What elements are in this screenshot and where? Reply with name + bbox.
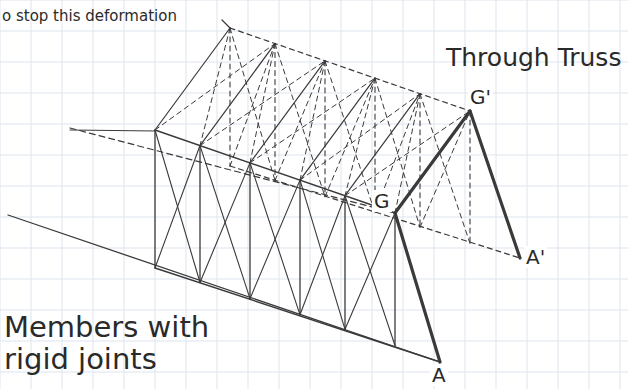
near-diagonal bbox=[300, 180, 345, 329]
near-vertical bbox=[199, 146, 200, 283]
portal-member bbox=[395, 111, 470, 213]
near-vertical bbox=[249, 163, 250, 299]
near-diagonal bbox=[200, 146, 250, 299]
near-diagonal bbox=[250, 163, 300, 315]
point-label: A bbox=[430, 364, 448, 386]
deck-edge-line bbox=[70, 130, 155, 131]
far-vertical bbox=[419, 94, 420, 228]
near-vertical bbox=[394, 213, 395, 345]
top-strut bbox=[300, 78, 375, 180]
grid-line bbox=[403, 0, 404, 389]
grid-line bbox=[0, 124, 628, 125]
far-vertical bbox=[324, 61, 325, 197]
far-top-chord bbox=[230, 28, 470, 111]
note-text: Members with rigid joints bbox=[4, 312, 239, 376]
top-strut bbox=[250, 61, 325, 163]
point-label: A' bbox=[524, 246, 547, 268]
far-diagonal bbox=[275, 61, 325, 181]
near-diagonal bbox=[300, 196, 345, 315]
near-diagonal bbox=[250, 180, 300, 299]
far-vertical bbox=[229, 28, 230, 166]
leader-line bbox=[222, 20, 230, 28]
grid-line bbox=[279, 0, 280, 389]
note-text: o stop this deformation bbox=[2, 8, 177, 25]
point-label: G' bbox=[468, 86, 493, 108]
grid-line bbox=[0, 217, 628, 218]
grid-line bbox=[0, 155, 628, 156]
near-vertical bbox=[154, 130, 155, 268]
grid-line bbox=[0, 310, 628, 311]
near-vertical bbox=[344, 196, 345, 330]
near-diagonal bbox=[345, 213, 395, 329]
top-strut bbox=[345, 94, 420, 196]
grid-line bbox=[0, 0, 628, 1]
grid-line bbox=[0, 93, 628, 94]
grid-line bbox=[310, 0, 311, 389]
near-diagonal bbox=[345, 196, 395, 346]
far-diagonal bbox=[230, 44, 275, 166]
grid-line bbox=[0, 31, 628, 32]
near-vertical bbox=[299, 180, 300, 315]
near-diagonal bbox=[200, 163, 250, 283]
far-vertical bbox=[469, 111, 470, 243]
top-strut bbox=[155, 28, 230, 130]
far-diagonal bbox=[325, 78, 375, 197]
grid-line bbox=[217, 0, 218, 389]
title-note: Through Truss bbox=[446, 44, 621, 72]
grid-line bbox=[248, 0, 249, 389]
portal-member bbox=[470, 111, 520, 258]
top-bracing bbox=[155, 44, 275, 130]
grid-line bbox=[0, 0, 1, 389]
near-diagonal bbox=[155, 146, 200, 268]
far-vertical bbox=[274, 44, 275, 181]
point-label: G bbox=[372, 190, 392, 212]
top-bracing bbox=[200, 61, 325, 146]
top-strut bbox=[200, 44, 275, 146]
top-bracing bbox=[300, 94, 420, 180]
near-diagonal bbox=[155, 130, 200, 283]
portal-member bbox=[395, 213, 440, 362]
top-bracing bbox=[345, 111, 470, 196]
